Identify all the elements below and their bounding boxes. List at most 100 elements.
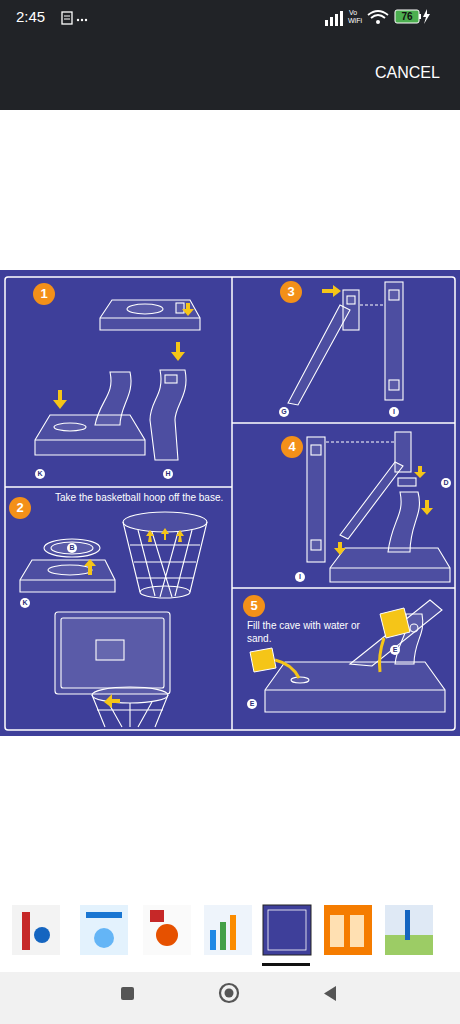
thumbnail-strip (268, 910, 306, 950)
thumbnail-strip (330, 915, 344, 947)
panel-frame (232, 422, 455, 424)
step3-drawing (288, 282, 403, 405)
thumbnail-strip (324, 905, 372, 955)
status-icons (62, 9, 430, 26)
step5-drawing (350, 600, 442, 666)
status-icons (81, 19, 83, 21)
app-bar (0, 0, 460, 110)
step2-drawing (96, 640, 124, 660)
step-panel: 2 Take the basketball hoop off the base. (5, 487, 232, 730)
step1-drawing (100, 317, 200, 318)
instruction-text: Take the basketball hoop off the base. (55, 491, 227, 504)
step5-drawing (265, 600, 445, 712)
status-icons (335, 14, 338, 26)
status-icons (371, 15, 385, 18)
step1-drawing (35, 415, 145, 455)
water-bottle (275, 660, 299, 678)
yellow-arrow (334, 466, 433, 555)
step1-drawing (150, 370, 186, 460)
yellow-arrow (53, 390, 67, 409)
yellow-arrow (176, 530, 184, 542)
yellow-arrow (161, 528, 169, 540)
yellow-arrow (421, 500, 433, 515)
status-icons (64, 19, 70, 20)
nav-icons (220, 984, 238, 1002)
dashed-guide (360, 305, 384, 306)
yellow-arrow (334, 542, 346, 555)
yellow-arrow (182, 303, 194, 316)
panel-frame (5, 277, 455, 730)
yellow-arrow (414, 466, 426, 478)
status-icons (419, 14, 421, 19)
battery-level: 76 (396, 11, 418, 23)
step1-drawing (100, 300, 200, 330)
thumbnail-strip (405, 910, 410, 940)
part-letter: E (247, 699, 257, 709)
step-number: 4 (281, 436, 303, 458)
panel-frame (232, 587, 455, 589)
thumbnail-strip (86, 912, 122, 918)
panel-frame (231, 277, 233, 730)
step2-drawing (123, 522, 207, 597)
status-icons (423, 9, 430, 24)
step2-drawing (92, 695, 168, 727)
step2-drawing (44, 539, 100, 557)
nav-icons (121, 984, 336, 1002)
part-letter: D (441, 478, 451, 488)
status-icons (376, 20, 380, 24)
status-icons (395, 10, 419, 23)
step1-drawing (35, 439, 145, 440)
step4-drawing (307, 432, 450, 582)
diagram-ground (0, 270, 460, 736)
step3-drawing (288, 305, 350, 405)
thumbnail-strip (143, 905, 191, 955)
step5-drawing (291, 677, 309, 683)
part-letter: E (390, 645, 400, 655)
part-letter: I (389, 407, 399, 417)
thumbnail-strip (12, 905, 60, 955)
part-letter: B (67, 543, 77, 553)
status-icons (62, 12, 72, 24)
step-panel: 5Fill the cave with water or sand. (232, 588, 455, 730)
panel-frame (5, 486, 232, 488)
status-icons (330, 17, 333, 26)
water-bottle (380, 608, 410, 638)
step4-drawing (307, 437, 325, 562)
yellow-arrow (146, 530, 154, 542)
step2-drawing (55, 612, 170, 694)
step3-drawing (389, 290, 399, 300)
step1-drawing (176, 303, 184, 313)
step2-drawing (48, 565, 92, 575)
step1-drawing (95, 372, 131, 425)
step4-drawing (330, 567, 450, 568)
status-icons (85, 19, 87, 21)
dashed-guide (326, 442, 394, 443)
step1-drawing (165, 375, 177, 383)
yellow-arrow (171, 342, 185, 361)
yellow-arrow (84, 559, 96, 575)
yellow-arrow (53, 303, 194, 409)
thumbnail-strip (80, 905, 128, 955)
step1-drawing (35, 300, 200, 460)
step-number: 2 (9, 497, 31, 519)
nav-bar (0, 972, 460, 1024)
step3-drawing (347, 296, 355, 304)
step-panel: 4 (232, 423, 455, 588)
yellow-arrow (84, 528, 184, 708)
step2-drawing (20, 560, 115, 592)
step-number: 3 (280, 281, 302, 303)
status-icons (77, 19, 79, 21)
thumbnail-strip (350, 915, 364, 947)
nav-icons (225, 989, 234, 998)
step4-drawing (311, 445, 321, 455)
thumbnail-strip (156, 924, 178, 946)
step2-drawing (20, 579, 115, 580)
cancel-button: CANCEL (375, 64, 440, 82)
step2-drawing (61, 618, 164, 688)
part-letter: G (279, 407, 289, 417)
thumbnail-strip (262, 963, 310, 966)
status-icons (64, 16, 70, 17)
network-label: Vo (349, 9, 357, 17)
step-number: 1 (33, 283, 55, 305)
